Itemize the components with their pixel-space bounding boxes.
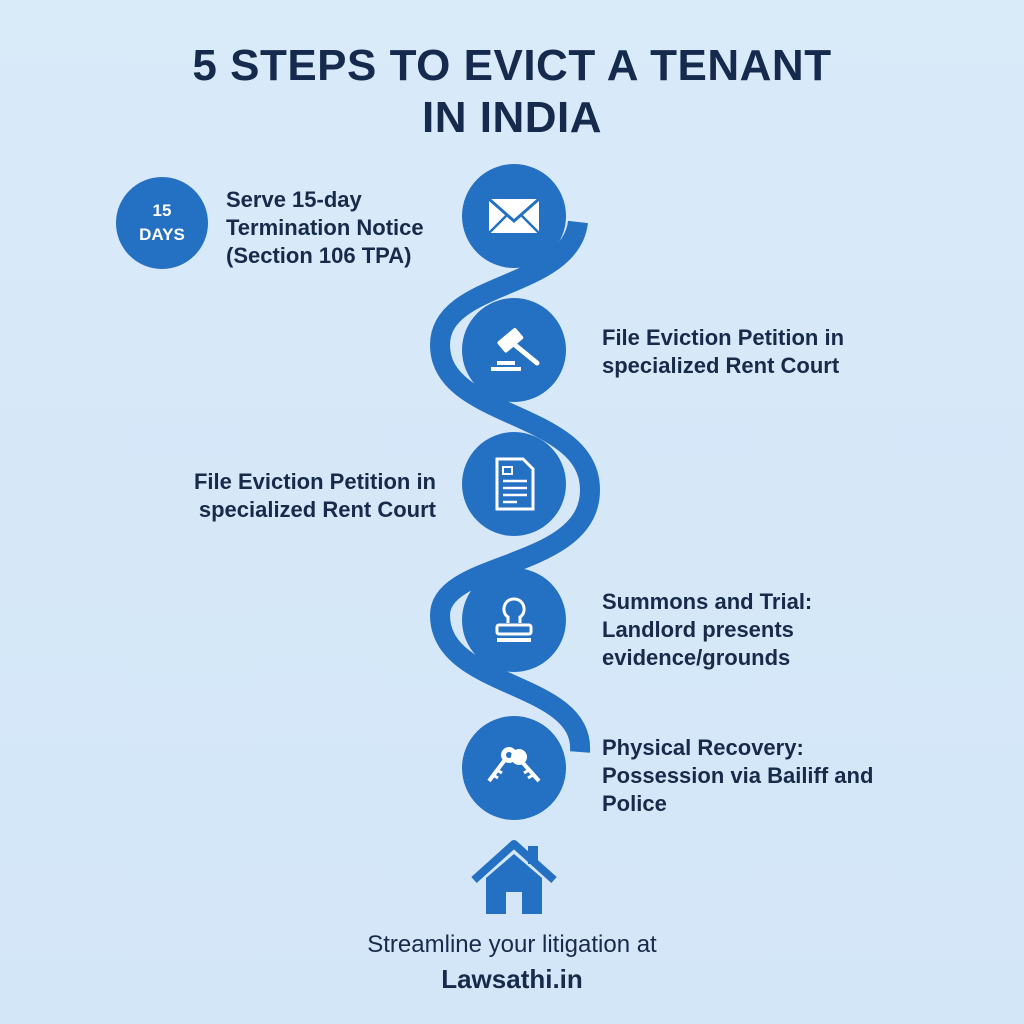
footer: Streamline your litigation at Lawsathi.i… — [0, 930, 1024, 994]
step-5-node — [462, 716, 566, 820]
step-2-node — [462, 298, 566, 402]
days-badge: 15 DAYS — [116, 177, 208, 269]
step-1-node — [462, 164, 566, 268]
home-icon — [471, 840, 557, 914]
document-icon — [495, 457, 535, 511]
step-2-line: specialized Rent Court — [602, 353, 840, 378]
step-4-node — [462, 568, 566, 672]
step-2-label: File Eviction Petition in specialized Re… — [602, 324, 844, 380]
envelope-icon — [488, 197, 540, 234]
step-1-label: Serve 15-day Termination Notice (Section… — [226, 186, 424, 270]
footer-tagline: Streamline your litigation at — [367, 931, 657, 958]
step-1-line: (Section 106 TPA) — [226, 243, 412, 268]
step-3-node — [462, 432, 566, 536]
title-line-1: 5 STEPS TO EVICT A TENANT — [192, 41, 832, 90]
footer-site-link[interactable]: Lawsathi.in — [441, 964, 583, 994]
step-5-line: Physical Recovery: — [602, 735, 804, 760]
badge-number: 15 — [152, 201, 172, 220]
title-line-2: IN INDIA — [422, 93, 602, 142]
step-5-label: Physical Recovery: Possession via Bailif… — [602, 734, 873, 818]
keys-icon — [487, 747, 541, 783]
step-4-line: evidence/grounds — [602, 645, 791, 670]
step-1-line: Serve 15-day — [226, 187, 362, 212]
page-title: 5 STEPS TO EVICT A TENANT IN INDIA — [0, 40, 1024, 144]
step-5-line: Possession via Bailiff and — [602, 763, 874, 788]
step-4-label: Summons and Trial: Landlord presents evi… — [602, 588, 812, 672]
step-1-line: Termination Notice — [226, 215, 424, 240]
step-2-line: File Eviction Petition in — [602, 325, 845, 350]
step-4-line: Summons and Trial: — [602, 589, 813, 614]
step-5-line: Police — [602, 791, 667, 816]
gavel-icon — [491, 327, 540, 371]
stamp-icon — [495, 597, 533, 642]
badge-unit: DAYS — [139, 225, 185, 244]
step-4-line: Landlord presents — [602, 617, 794, 642]
step-3-line: File Eviction Petition in — [193, 469, 436, 494]
step-3-line: specialized Rent Court — [198, 497, 436, 522]
step-3-label: File Eviction Petition in specialized Re… — [172, 468, 436, 524]
